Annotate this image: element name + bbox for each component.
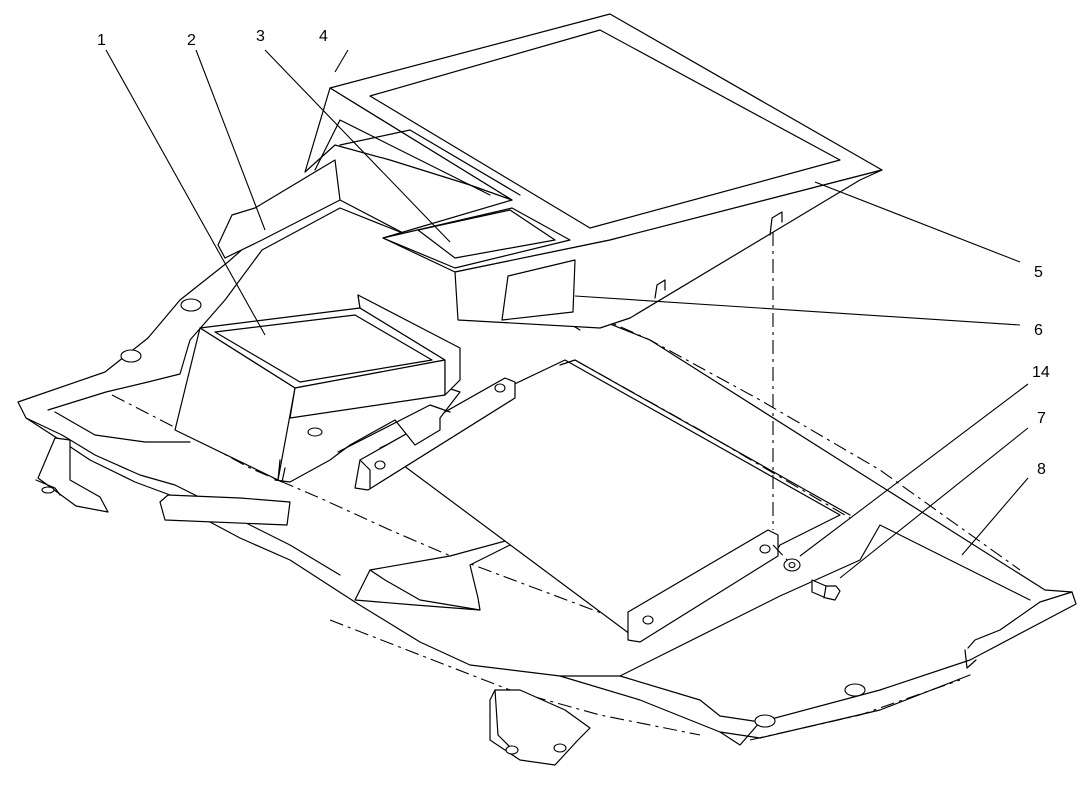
leader-lines: [105, 49, 1029, 579]
callout-5: 5: [1034, 264, 1043, 281]
front-center-bracket: [159, 494, 291, 526]
callout-2: 2: [187, 32, 196, 49]
front-left-bracket: [35, 437, 109, 513]
washer: [783, 558, 801, 572]
center-bracket: [354, 536, 521, 611]
left-rail: [354, 377, 516, 491]
rear-bracket: [489, 689, 591, 766]
callout-8: 8: [1037, 461, 1046, 478]
bolt: [811, 579, 841, 601]
left-side-panel: [217, 159, 341, 259]
decal-6: [501, 259, 576, 321]
callout-7: 7: [1037, 410, 1046, 427]
callout-4: 4: [319, 28, 328, 45]
right-rail: [627, 529, 779, 643]
callout-1: 1: [97, 32, 106, 49]
callout-3: 3: [256, 28, 265, 45]
callout-6: 6: [1034, 322, 1043, 339]
callouts: 1 2 3 4 5 6 14 7 8: [97, 28, 1050, 478]
callout-14: 14: [1032, 364, 1050, 381]
decal-3: [382, 207, 571, 269]
